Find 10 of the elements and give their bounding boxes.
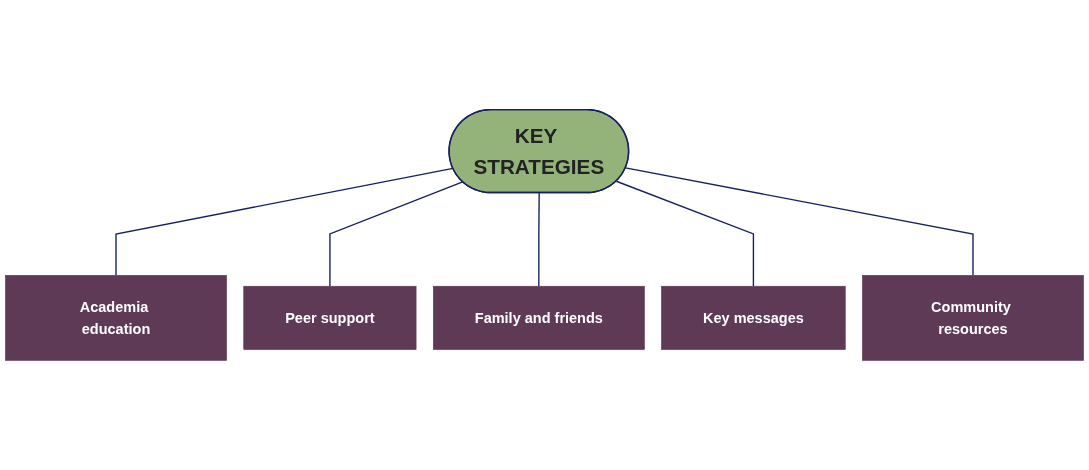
connector — [115, 167, 454, 277]
connector — [538, 192, 540, 287]
node-box: Key messages — [661, 285, 846, 350]
connector — [615, 180, 755, 287]
node-box: Academia education — [5, 275, 227, 361]
node-box: Community resources — [862, 275, 1084, 361]
node-box: Peer support — [243, 285, 417, 350]
connector — [329, 181, 464, 287]
node-box: Family and friends — [433, 285, 645, 350]
connector — [624, 167, 974, 277]
